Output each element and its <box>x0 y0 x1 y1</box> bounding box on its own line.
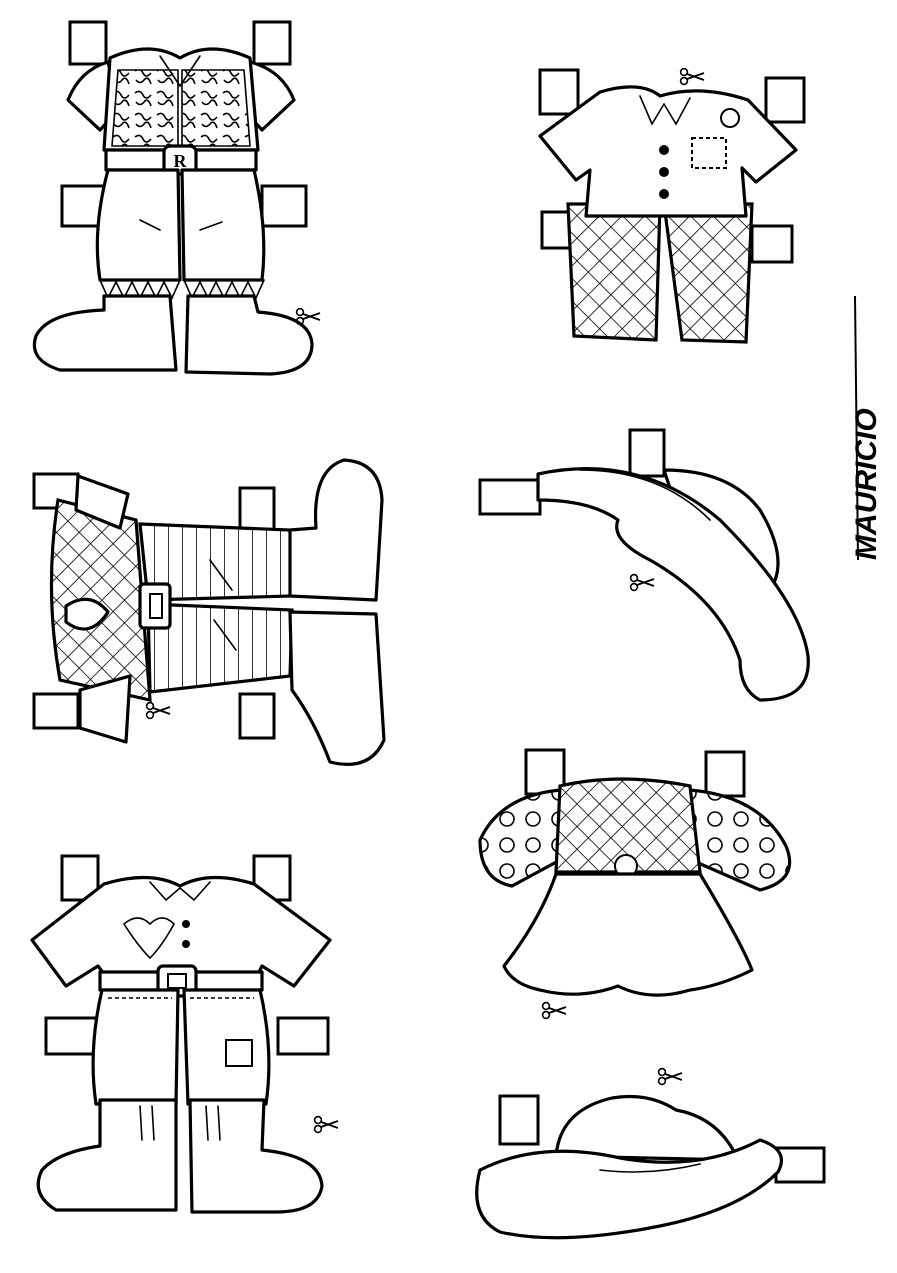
scissors-icon <box>145 701 171 720</box>
fold-tab <box>238 692 276 740</box>
fold-tab <box>498 1094 540 1146</box>
cutout-shirt-plaid-pants <box>538 67 806 344</box>
fold-tab <box>750 224 794 264</box>
artist-signature: MAURICIO <box>850 295 883 561</box>
cutout-wide-brim-hat <box>478 428 810 702</box>
fold-tab <box>32 692 80 730</box>
signature-text: MAURICIO <box>850 408 883 560</box>
scissors-icon <box>541 1001 567 1020</box>
fold-tab <box>628 428 666 478</box>
fold-tab <box>538 68 580 116</box>
cutout-vest-outfit: R <box>32 20 321 376</box>
fold-tab <box>260 184 308 228</box>
fold-tab <box>276 1016 330 1056</box>
cutout-plaid-shirt-striped-pants <box>32 458 386 766</box>
scissors-icon <box>629 573 655 592</box>
belt-buckle-letter: R <box>174 151 188 171</box>
fold-tab <box>478 478 542 516</box>
fold-tab <box>774 1146 826 1184</box>
fold-tab <box>704 750 746 798</box>
cutout-shirt-jeans-outfit <box>30 854 339 1214</box>
fold-tab <box>524 748 566 796</box>
scissors-icon <box>313 1115 339 1134</box>
fold-tab <box>44 1016 98 1056</box>
cutout-cowboy-hat <box>475 1067 826 1240</box>
fold-tab <box>60 184 108 228</box>
fold-tab <box>68 20 108 66</box>
cutout-polka-dot-dress <box>478 748 792 1020</box>
scissors-icon <box>657 1067 683 1086</box>
fold-tab <box>252 20 292 66</box>
fold-tab <box>238 486 276 534</box>
scissors-icon <box>679 67 705 86</box>
fold-tab <box>764 76 806 124</box>
